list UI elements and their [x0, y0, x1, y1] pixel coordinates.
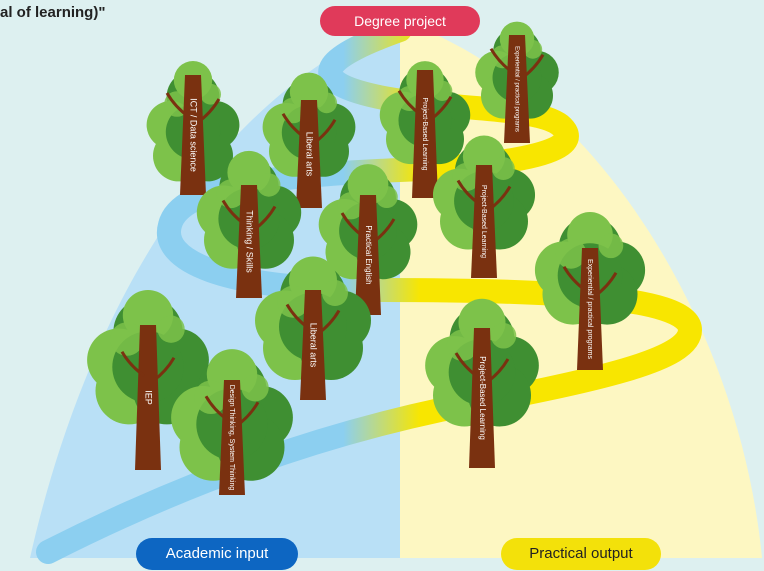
practical-output-badge: Practical output	[501, 538, 661, 570]
trunk	[296, 100, 322, 208]
trunk	[355, 195, 381, 315]
tree-label: Project-Based Learning	[478, 356, 487, 440]
tree-label: Project-Based Learning	[421, 97, 428, 170]
tree-exp-top: Experiential / practical programs	[475, 21, 559, 143]
tree-ict: ICT / Data science	[146, 60, 240, 195]
tree-pbl-mid: Project-Based Learning	[432, 135, 536, 278]
foliage	[255, 256, 371, 380]
tree-label: Experiential / practical programs	[586, 259, 593, 359]
tree-pbl-top: Project-Based Learning	[379, 61, 471, 198]
trunk	[180, 75, 206, 195]
tree-label: ICT / Data science	[189, 98, 199, 172]
trunk	[300, 290, 326, 400]
tree-label: Project-Based Learning	[480, 185, 487, 258]
trunk	[504, 35, 530, 143]
tree-label: IEP	[144, 390, 154, 405]
tree-label: Liberal arts	[309, 323, 319, 368]
tree-thinking-skills: Thinking / Skills	[196, 150, 302, 298]
trunk	[236, 185, 262, 298]
trunk	[135, 325, 161, 470]
tree-label: Liberal arts	[305, 132, 315, 177]
trunk	[412, 70, 438, 198]
trunk	[469, 328, 495, 468]
header-text-fragment: al of learning)"	[0, 4, 106, 21]
tree-design-thinking: Design Thinking, System Thinking	[171, 349, 293, 495]
tree-exp-right: Experiential / practical programs	[534, 212, 646, 370]
tree-liberal-arts-mid: Liberal arts	[255, 256, 371, 400]
tree-label: Thinking / Skills	[245, 210, 255, 273]
tree-practical-english: Practical English	[318, 164, 418, 315]
tree-liberal-arts-top: Liberal arts	[262, 72, 356, 208]
tree-label: Practical English	[364, 225, 373, 284]
tree-pbl-bottom: Project-Based Learning	[425, 298, 539, 468]
trunk	[219, 380, 245, 495]
tree-label: Design Thinking, System Thinking	[228, 385, 235, 491]
academic-input-badge: Academic input	[136, 538, 298, 570]
trunk	[471, 165, 497, 278]
degree-project-badge: Degree project	[320, 6, 480, 36]
tree-label: Experiential / practical programs	[513, 46, 519, 132]
trunk	[577, 248, 603, 370]
